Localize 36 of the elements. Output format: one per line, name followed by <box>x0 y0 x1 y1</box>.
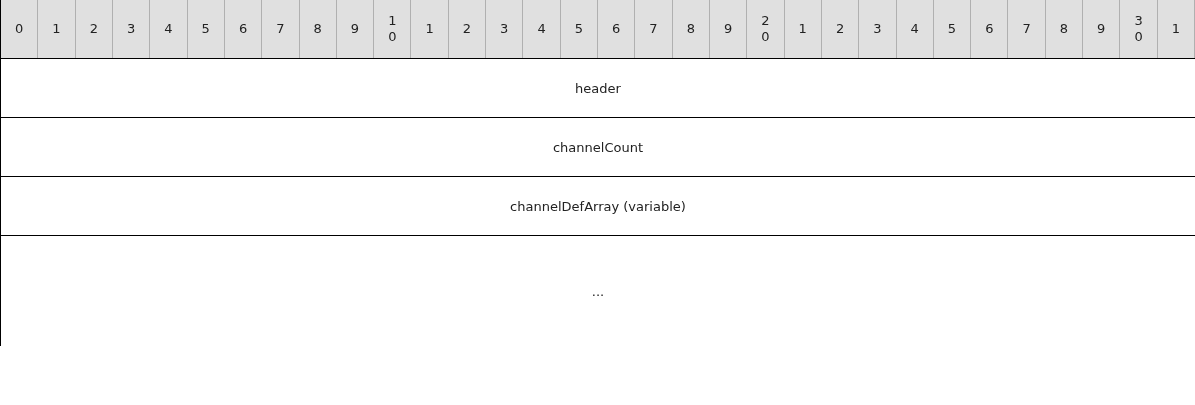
bit-number-header: 3 <box>112 0 151 58</box>
bit-number-header: 2 <box>821 0 860 58</box>
bit-number-header: 3 <box>486 0 524 58</box>
bit-number-header: 30 <box>1120 0 1158 58</box>
bit-number-header: 4 <box>523 0 561 58</box>
bit-number-header: 20 <box>747 0 785 58</box>
bit-number-header: 7 <box>1008 0 1046 58</box>
bit-number-header: 8 <box>1045 0 1084 58</box>
bit-number-header: 2 <box>75 0 113 58</box>
field-name: ... <box>0 235 1195 346</box>
bit-number-header: 4 <box>150 0 188 58</box>
bit-number-header: 9 <box>336 0 375 58</box>
bit-number-header: 8 <box>299 0 337 58</box>
bit-number-header: 7 <box>262 0 300 58</box>
bit-number-header: 5 <box>187 0 225 58</box>
bit-number-header: 1 <box>784 0 822 58</box>
field-name: header <box>0 58 1195 117</box>
bit-number-header: 1 <box>38 0 76 58</box>
bit-number-header: 6 <box>971 0 1009 58</box>
bit-number-header: 6 <box>224 0 263 58</box>
field-name: channelCount <box>0 117 1195 176</box>
bit-number-header: 9 <box>1083 0 1121 58</box>
bit-number-header: 10 <box>374 0 412 58</box>
bit-number-header: 0 <box>1 0 39 58</box>
bit-number-header: 8 <box>672 0 710 58</box>
bit-number-header: 3 <box>859 0 897 58</box>
field-name: channelDefArray (variable) <box>0 176 1195 235</box>
bit-number-header: 5 <box>560 0 598 58</box>
bit-number-header: 1 <box>1157 0 1195 58</box>
bit-number-header: 7 <box>635 0 673 58</box>
bit-number-header: 9 <box>709 0 748 58</box>
bit-number-header: 6 <box>598 0 636 58</box>
bit-number-header: 2 <box>448 0 487 58</box>
bit-number-header: 4 <box>896 0 934 58</box>
bit-number-header: 5 <box>933 0 972 58</box>
bit-number-header: 1 <box>411 0 449 58</box>
